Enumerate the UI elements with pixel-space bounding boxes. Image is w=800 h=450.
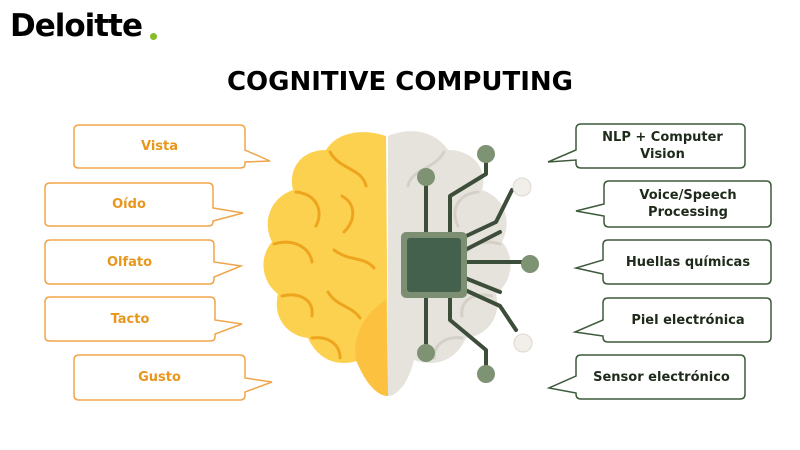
- sense-label-gusto: Gusto: [138, 370, 181, 385]
- bubble-vista: [73, 124, 271, 169]
- circuit-nodes: [417, 145, 539, 383]
- sense-bubbles: [44, 124, 273, 401]
- bubble-piel: [572, 297, 772, 343]
- deloitte-logo: Deloitte: [10, 8, 143, 44]
- tech-bubbles: [546, 123, 772, 400]
- bubble-nlp: [547, 123, 746, 169]
- tech-label-nlp: NLP + Computer Vision: [602, 130, 723, 162]
- sense-label-olfato: Olfato: [106, 254, 153, 270]
- brain-left-half: [263, 132, 388, 396]
- tech-label-huellas: Huellas químicas: [625, 254, 751, 270]
- bubble-huellas: [573, 239, 772, 285]
- page-title: COGNITIVE COMPUTING: [226, 67, 574, 97]
- tech-label-piel: Piel electrónica: [631, 312, 745, 328]
- bubble-tacto: [44, 296, 243, 342]
- bubble-oido: [44, 182, 244, 227]
- processor-chip: [401, 232, 467, 298]
- tech-label-voice: Voice/Speech Processing: [639, 188, 737, 220]
- logo-dot: [150, 33, 157, 40]
- sense-label-oido: Oído: [112, 197, 146, 212]
- tech-label-sensor: Sensor electrónico: [593, 369, 730, 385]
- bubble-sensor: [546, 354, 746, 400]
- sense-label-tacto: Tacto: [110, 311, 150, 327]
- bubble-voice: [575, 180, 772, 228]
- logo-text: Deloitte: [10, 8, 143, 44]
- circuit-lines: [424, 153, 532, 374]
- bubble-olfato: [44, 239, 244, 285]
- sense-label-vista: Vista: [140, 139, 178, 154]
- bubble-gusto: [73, 354, 273, 401]
